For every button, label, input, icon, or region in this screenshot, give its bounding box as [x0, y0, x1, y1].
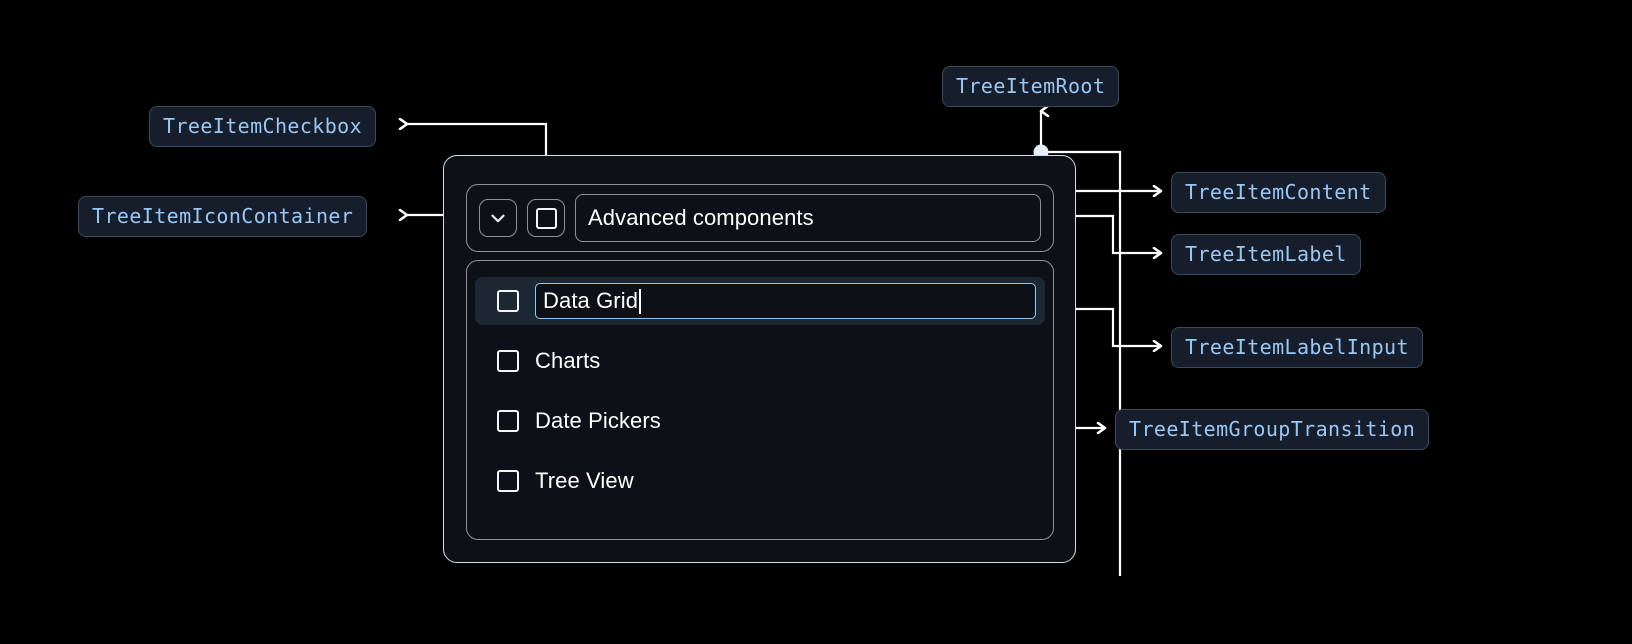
annotation-chip-tree-item-checkbox: TreeItemCheckbox — [149, 106, 377, 147]
tree-item-row-data-grid[interactable]: Data Grid — [475, 277, 1045, 325]
tree-item-checkbox[interactable] — [497, 410, 519, 432]
tree-item-label-input-value: Data Grid — [543, 288, 639, 313]
tree-item-label[interactable]: Date Pickers — [535, 408, 661, 433]
tree-item-checkbox[interactable] — [497, 470, 519, 492]
annotation-chip-tree-item-label-input: TreeItemLabelInput — [1171, 327, 1423, 368]
annotation-chip-tree-item-icon-container: TreeItemIconContainer — [78, 196, 368, 237]
text-caret — [639, 288, 641, 314]
annotation-chip-tree-item-group-transition: TreeItemGroupTransition — [1115, 409, 1430, 450]
tree-item-icon-container[interactable] — [479, 199, 517, 237]
annotation-chip-tree-item-content: TreeItemContent — [1171, 172, 1386, 213]
tree-item-group-transition: Data Grid Charts Date Pickers Tree View — [466, 260, 1054, 540]
tree-item-row-charts[interactable]: Charts — [475, 337, 1045, 385]
tree-item-label[interactable]: Charts — [535, 348, 601, 373]
tree-item-row-date-pickers[interactable]: Date Pickers — [475, 397, 1045, 445]
tree-item-checkbox[interactable] — [497, 290, 519, 312]
tree-item-label[interactable]: Tree View — [535, 468, 634, 493]
tree-item-root[interactable]: Advanced components Data Grid Charts Dat… — [443, 155, 1076, 563]
tree-item-row-tree-view[interactable]: Tree View — [475, 457, 1045, 505]
tree-item-label-input[interactable]: Data Grid — [535, 283, 1036, 319]
checkbox-box — [535, 207, 557, 229]
tree-item-label-text: Advanced components — [588, 205, 814, 230]
tree-item-checkbox[interactable] — [497, 350, 519, 372]
tree-item-label[interactable]: Advanced components — [575, 194, 1041, 242]
annotation-chip-tree-item-root: TreeItemRoot — [942, 66, 1120, 107]
tree-item-content[interactable]: Advanced components — [466, 184, 1054, 252]
tree-item-checkbox[interactable] — [527, 199, 565, 237]
chevron-down-icon — [491, 214, 505, 223]
annotation-chip-tree-item-label: TreeItemLabel — [1171, 234, 1361, 275]
